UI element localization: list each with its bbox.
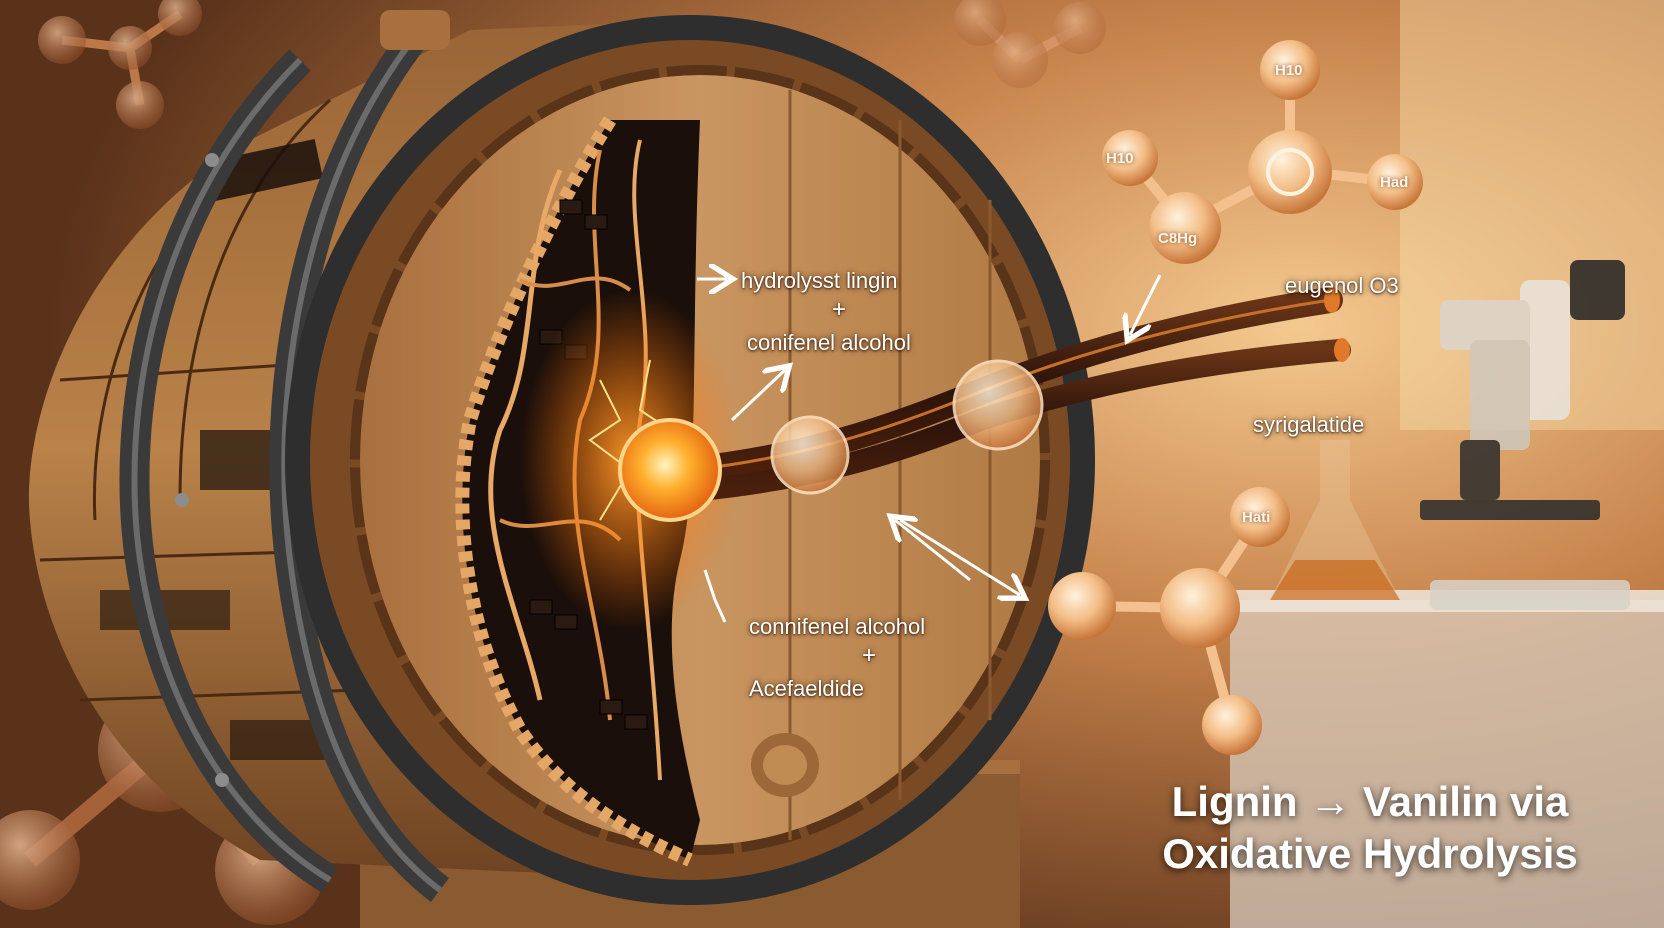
label-plus-lower: + (862, 642, 877, 669)
bracket-lower-label (703, 569, 727, 623)
molecule-lower-right (1048, 487, 1290, 755)
arrow-between-nodes-back (895, 520, 971, 582)
figure-title: Lignin → Vanilin via Oxidative Hydrolysi… (1090, 776, 1650, 880)
atom-label-right: Had (1380, 174, 1409, 191)
atom-label-lower: Hati (1242, 509, 1271, 526)
arrow-between-nodes (899, 518, 1020, 595)
atom-label-center: C8Hg (1158, 230, 1198, 247)
label-eugenol: eugenol O3 (1285, 273, 1399, 298)
reaction-arrows (697, 274, 1162, 623)
figure-title-line1: Lignin → Vanilin via (1171, 778, 1569, 825)
hot-lignin-node (618, 418, 722, 522)
arrow-molecule-down (1130, 274, 1162, 335)
figure-title-line2: Oxidative Hydrolysis (1162, 830, 1578, 877)
lab-bench (1230, 600, 1664, 928)
atom-label-top: H10 (1275, 62, 1303, 79)
atom-label-left: H10 (1106, 150, 1134, 167)
arrow-to-upper-label (730, 370, 785, 422)
label-plus-upper: + (832, 296, 847, 323)
label-acetaldehyde: Acefaeldide (749, 676, 864, 701)
fibre-node-middle (770, 415, 850, 495)
bokeh-molecule-top-center (954, 0, 1106, 88)
label-hydrolysed-lignin: hydrolysst lingin (741, 268, 898, 293)
label-coniferyl-alcohol-upper: conifenel alcohol (747, 330, 911, 355)
microscope (1420, 260, 1630, 610)
barrel-top-bung (380, 10, 450, 50)
molecule-upper-right (1102, 40, 1423, 264)
label-coniferyl-alcohol-lower: connifenel alcohol (749, 614, 926, 639)
flask (1270, 440, 1400, 600)
label-syringaldehyde: syrigalatide (1253, 412, 1365, 437)
fibre-node-right (952, 359, 1044, 451)
bokeh-molecule-top-left (38, 0, 202, 129)
